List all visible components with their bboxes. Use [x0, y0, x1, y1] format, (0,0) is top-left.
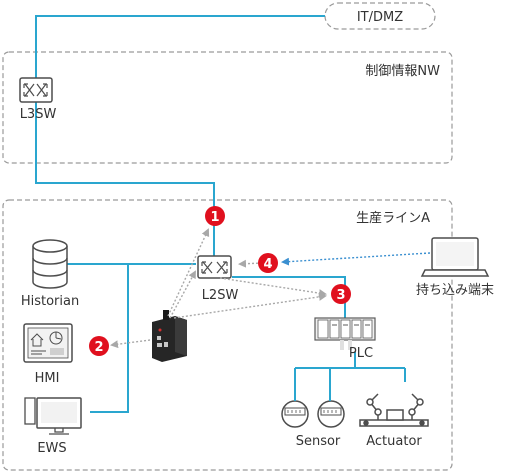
zone-control-nw-label: 制御情報NW: [365, 64, 440, 79]
zone-control-nw: 制御情報NW: [2, 51, 453, 164]
laptop-label: 持ち込み端末: [416, 283, 494, 298]
actuator-label: Actuator: [366, 434, 422, 449]
link-hmi-ews: [90, 264, 129, 413]
hmi-icon: [23, 323, 73, 363]
badge-4: 4: [258, 253, 278, 273]
zone-production-line-label: 生産ラインA: [356, 210, 430, 226]
l3sw-icon: [19, 77, 53, 103]
zone-production-line: 生産ラインA: [2, 199, 453, 471]
network-links: [35, 15, 406, 413]
sensor-icon: [281, 386, 345, 428]
badge-2: 2: [89, 336, 109, 356]
security-appliance-icon: [152, 310, 187, 362]
hmi-label: HMI: [35, 371, 60, 386]
l2sw-label: L2SW: [202, 288, 239, 303]
actuator-icon: [359, 393, 429, 427]
badge-3-number: 3: [336, 288, 345, 303]
sensor-label: Sensor: [296, 434, 341, 449]
link-field: [294, 352, 406, 386]
badge-4-number: 4: [263, 257, 272, 272]
arrow-to-l2sw: [169, 270, 196, 319]
arrow-to-2: [110, 339, 151, 349]
attack-paths: [110, 228, 431, 349]
plc-label: PLC: [349, 346, 373, 361]
l3sw-label: L3SW: [20, 107, 57, 122]
l2sw-icon: [197, 255, 232, 279]
badge-2-number: 2: [94, 340, 103, 355]
badge-1: 1: [205, 206, 225, 226]
arrow-l2sw-to-3: [219, 277, 327, 298]
ews-icon: [24, 397, 82, 435]
historian-icon: [32, 239, 68, 289]
badge-1-number: 1: [210, 210, 219, 225]
historian-label: Historian: [21, 294, 79, 309]
ews-label: EWS: [37, 441, 66, 456]
arrow-laptop-to-4: [281, 252, 431, 266]
zone-it-dmz: IT/DMZ: [324, 2, 436, 30]
plc-icon: [314, 317, 376, 350]
laptop-icon: [420, 237, 490, 277]
badge-3: 3: [331, 284, 351, 304]
arrow-to-3: [173, 292, 327, 319]
link-plc: [232, 276, 346, 318]
link-dmz-l3sw: [35, 15, 325, 78]
zone-it-dmz-label: IT/DMZ: [357, 10, 403, 25]
link-l3sw-l2sw: [35, 102, 215, 257]
